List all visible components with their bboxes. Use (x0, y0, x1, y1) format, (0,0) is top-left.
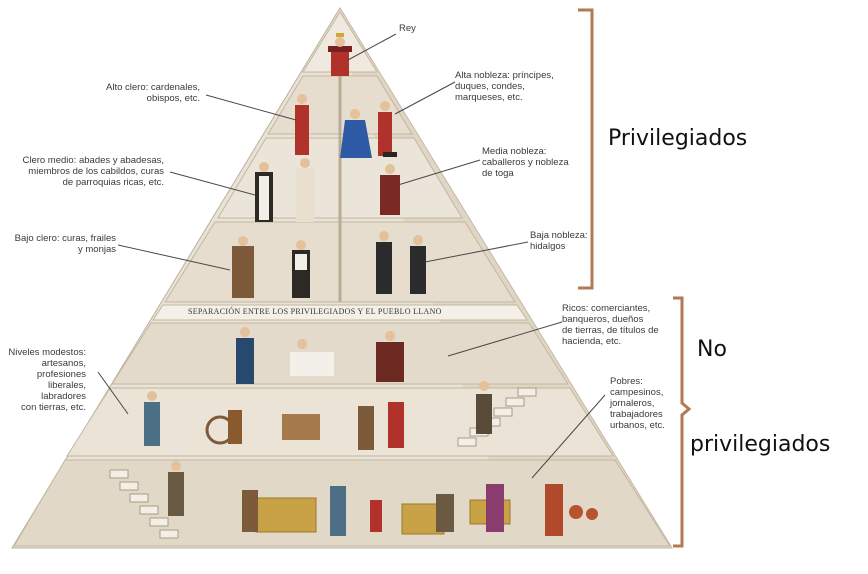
group-no: No (697, 337, 727, 362)
label-ricos: Ricos: comerciantes, banqueros, dueños d… (562, 303, 659, 347)
privilegiados-bracket (578, 8, 594, 290)
stairs-left (109, 469, 179, 539)
label-baja-nobleza: Baja nobleza: hidalgos (530, 230, 588, 252)
group-privilegiados: Privilegiados (608, 126, 748, 151)
figure-king (328, 33, 352, 76)
figure-clero-medio (255, 158, 314, 222)
label-clero-medio: Clero medio: abades y abadesas, miembros… (22, 155, 164, 188)
label-niveles-modestos: Niveles modestos: artesanos, profesiones… (8, 347, 86, 413)
separation-band (152, 304, 528, 321)
tier-ricos (111, 322, 569, 385)
figure-bajo-clero (232, 236, 310, 298)
figure-alta-nobleza (340, 101, 392, 158)
label-alta-nobleza: Alta nobleza: príncipes, duques, condes,… (455, 70, 554, 103)
figure-media-nobleza (380, 152, 400, 215)
label-alto-clero: Alto clero: cardenales, obispos, etc. (106, 82, 200, 104)
figure-modestos (144, 381, 492, 450)
figure-alto-clero (295, 94, 309, 155)
no-privilegiados-bracket (673, 296, 692, 548)
leader-lines (97, 33, 606, 479)
figure-ricos (236, 327, 404, 384)
figure-baja-nobleza (376, 231, 426, 294)
separator-text: SEPARACIÓN ENTRE LOS PRIVILEGIADOS Y EL … (188, 307, 442, 316)
group-privilegiados-lower: privilegiados (690, 432, 831, 457)
label-rey: Rey (399, 23, 416, 34)
figure-pobres (168, 461, 598, 536)
label-pobres: Pobres: campesinos, jornaleros, trabajad… (610, 376, 665, 431)
label-media-nobleza: Media nobleza: caballeros y nobleza de t… (482, 146, 569, 179)
label-bajo-clero: Bajo clero: curas, frailes y monjas (14, 233, 116, 255)
